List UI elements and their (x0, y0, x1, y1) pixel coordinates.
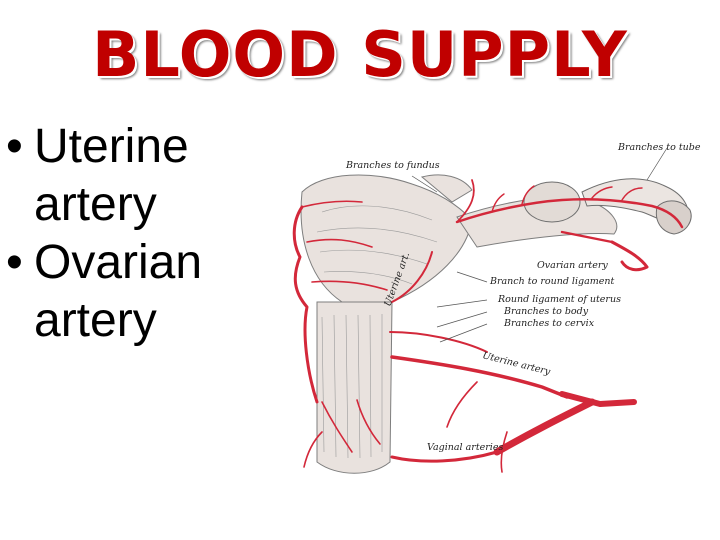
tissue-texture (316, 205, 438, 459)
bullet-item-uterine-artery: • Uterine artery (6, 118, 266, 234)
label-branches-fundus: Branches to fundus (345, 160, 440, 171)
bullet-icon: • (6, 236, 23, 289)
label-ovarian-artery: Ovarian artery (537, 260, 608, 271)
label-branches-tube: Branches to tube (617, 142, 701, 153)
label-branches-body: Branches to body (503, 306, 589, 317)
bullet-item-ovarian-artery: • Ovarian artery (6, 234, 266, 350)
slide-title: BLOOD SUPPLY (92, 18, 628, 91)
label-vaginal-arteries: Vaginal arteries (427, 442, 503, 453)
label-round-ligament: Round ligament of uterus (497, 294, 621, 305)
anatomy-illustration: Branches to fundus Branches to tube Ovar… (262, 132, 708, 492)
bullet-icon: • (6, 120, 23, 173)
bullet-text: Ovarian artery (34, 236, 203, 347)
uterus-blood-supply-diagram: Branches to fundus Branches to tube Ovar… (292, 142, 701, 474)
label-branch-round-ligament: Branch to round ligament (489, 276, 614, 287)
artery-network (292, 179, 684, 473)
label-branches-cervix: Branches to cervix (503, 318, 595, 329)
bullet-list: • Uterine artery • Ovarian artery (6, 118, 266, 350)
leader-lines (411, 147, 668, 343)
bullet-text: Uterine artery (34, 120, 189, 231)
